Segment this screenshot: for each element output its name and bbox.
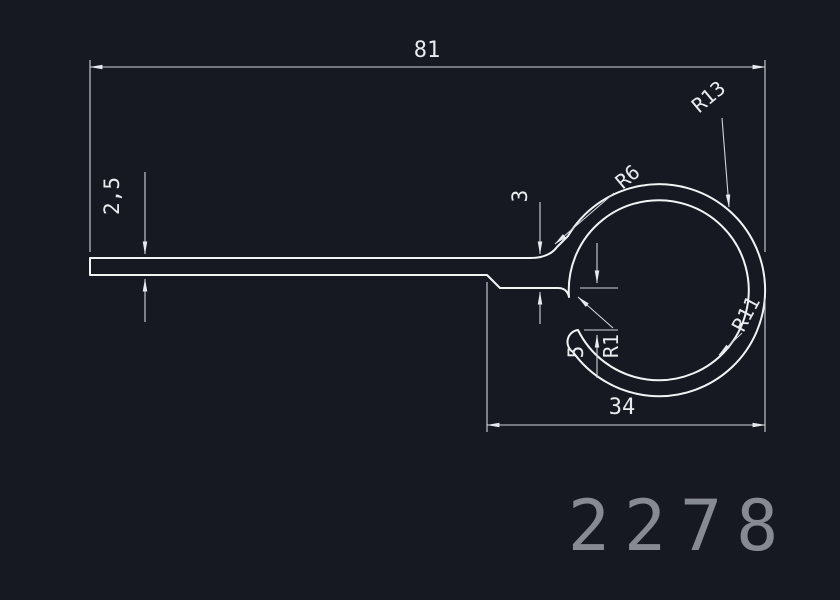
dimension-channel-width: 34 [486, 282, 766, 432]
radius-neck-fillet-value: R6 [611, 160, 645, 194]
radius-callout-lip-fillet: R1 [577, 296, 623, 358]
leader-line [718, 332, 743, 356]
radius-callout-outer: R13 [687, 76, 731, 208]
dim-channel-width-value: 34 [609, 395, 636, 420]
dim-overall-width-value: 81 [414, 38, 441, 63]
radius-callout-inner: R11 [718, 292, 765, 356]
radius-inner-value: R11 [727, 292, 765, 335]
leader-line [721, 117, 731, 208]
dimension-web-thickness: 3 [508, 190, 543, 324]
leader-line [554, 192, 615, 245]
dimension-flange-thickness: 2,5 [100, 172, 148, 322]
part-number: 2278 [568, 485, 793, 567]
leader-line [577, 296, 614, 329]
dim-slot-opening-value: 5 [564, 346, 588, 359]
dimension-overall-width: 81 [89, 38, 766, 252]
radius-lip-fillet-value: R1 [599, 334, 623, 358]
profile-outline [89, 183, 767, 398]
dim-web-thickness-value: 3 [508, 190, 532, 203]
radius-outer-value: R13 [687, 76, 730, 118]
dimension-slot-opening: 5 [564, 243, 618, 378]
dim-flange-thickness-value: 2,5 [100, 177, 124, 215]
